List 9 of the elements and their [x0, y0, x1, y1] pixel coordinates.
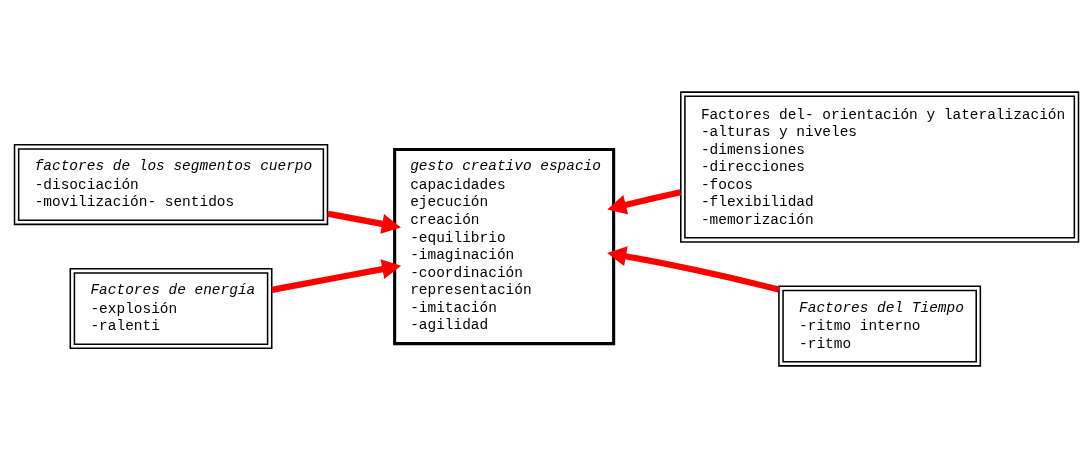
node-box: gesto creativo espacio capacidades ejecución creación -equilibrio -imaginación -coordinación representación -imitación -agilidad [392, 147, 615, 345]
arrow [606, 245, 779, 293]
node-box: Factores de energía -explosión -ralenti [69, 267, 272, 349]
node-box: factores de los segmentos cuerpo -disociación -movilización- sentidos [13, 143, 328, 225]
arrow [270, 258, 401, 293]
arrow [326, 210, 401, 234]
node-box: Factores del- orientación y lateralización -alturas y niveles -dimensiones -direcciones -focos -flexibilidad -memorización [679, 90, 1079, 243]
arrow [606, 188, 681, 215]
node-box: Factores del Tiempo -ritmo interno -ritmo [777, 285, 981, 367]
